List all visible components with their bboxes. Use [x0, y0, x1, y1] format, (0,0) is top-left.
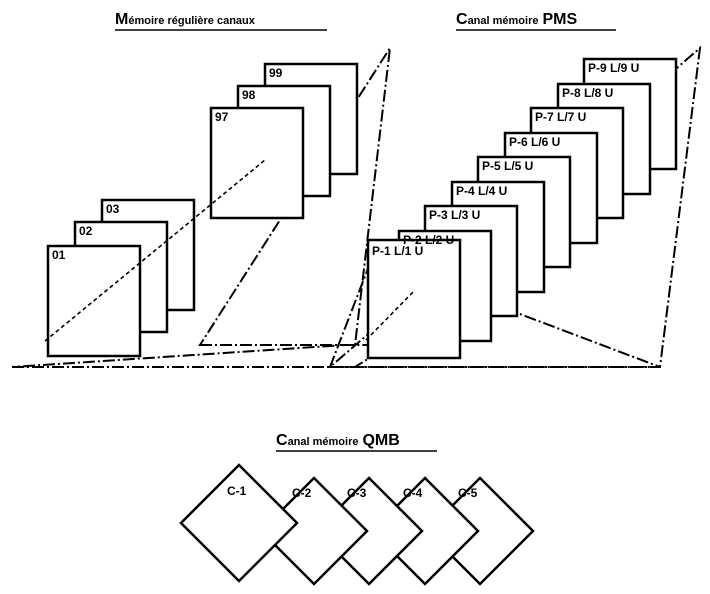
pms-label-8: P-8 L/8 U [562, 86, 613, 100]
channel-label-97: 97 [215, 110, 229, 124]
regular-memory-group: 99 98 97 03 02 01 Mémoire régulière cana… [11, 11, 394, 368]
pms-label-2: P-2 L/2 U [403, 233, 454, 247]
pms-label-1: P-1 L/1 U [372, 244, 423, 258]
channel-label-01: 01 [52, 248, 66, 262]
pms-label-9: P-9 L/9 U [588, 61, 639, 75]
pms-label-5: P-5 L/5 U [482, 159, 533, 173]
qmb-label-c2: C-2 [292, 486, 312, 500]
pms-stack-axis [365, 289, 416, 341]
pms-label-6: P-6 L/6 U [509, 135, 560, 149]
channel-label-03: 03 [106, 202, 120, 216]
qmb-label-c1: C-1 [227, 484, 247, 498]
regular-memory-title: Mémoire régulière canaux [115, 11, 256, 28]
channel-label-99: 99 [269, 66, 283, 80]
qmb-label-c5: C-5 [458, 486, 478, 500]
pms-card-1 [366, 238, 462, 360]
qmb-diamond-c1 [179, 463, 299, 583]
pms-label-3: P-3 L/3 U [429, 208, 480, 222]
channel-label-02: 02 [79, 224, 93, 238]
qmb-label-c4: C-4 [403, 486, 423, 500]
regular-stack-axis [44, 159, 266, 342]
qmb-label-c3: C-3 [347, 486, 367, 500]
channel-card-97 [209, 106, 305, 220]
pms-label-7: P-7 L/7 U [535, 110, 586, 124]
channel-label-98: 98 [242, 88, 256, 102]
pms-label-4: P-4 L/4 U [456, 184, 507, 198]
pms-memory-group: P-9 L/9 U P-8 L/8 U P-7 L/7 U P-6 L/6 U … [327, 11, 702, 368]
